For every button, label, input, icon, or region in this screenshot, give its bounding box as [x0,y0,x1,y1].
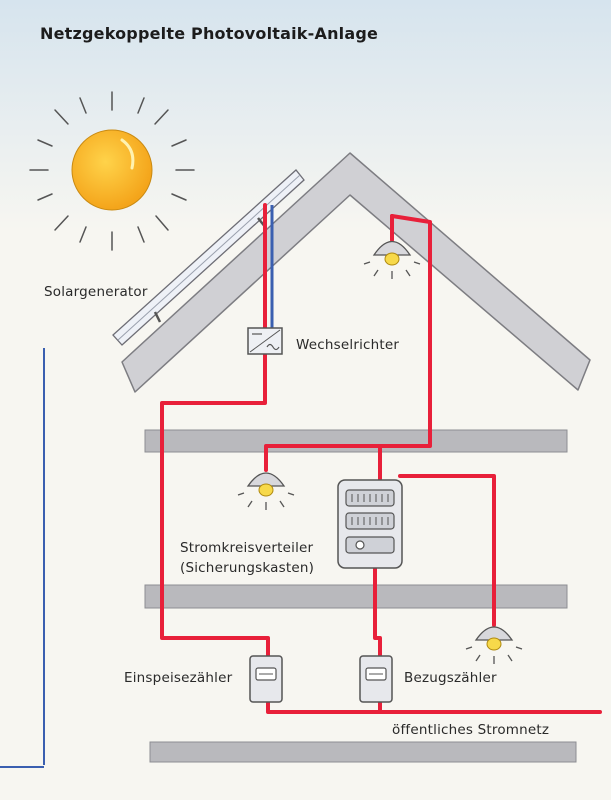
inverter-label: Wechselrichter [296,337,400,353]
feed-in-meter-icon [249,655,283,703]
floor-middle [144,584,568,609]
consumption-meter-label: Bezugszähler [404,670,497,686]
ground-strip [149,741,577,763]
ac-wires [160,203,602,714]
lamp-attic-icon [363,240,421,279]
public-grid-label: öffentliches Stromnetz [392,722,550,738]
consumption-meter-icon [359,655,393,703]
diagram-title: Netzgekoppelte Photovoltaik-Anlage [40,24,379,43]
lamp-upper-floor-icon [237,472,295,510]
solar-generator-label: Solargenerator [44,284,148,300]
inverter-icon [247,327,283,355]
distribution-box-icon [337,479,403,569]
distribution-box-label-line1: Stromkreisverteiler [180,540,314,556]
house-roof [121,152,591,393]
sun-icon [29,91,195,251]
lamp-ground-floor-icon [465,626,523,664]
feed-in-meter-label: Einspeisezähler [124,670,233,686]
distribution-box-label-line2: (Sicherungskasten) [180,560,315,576]
floor-upper [144,429,568,453]
